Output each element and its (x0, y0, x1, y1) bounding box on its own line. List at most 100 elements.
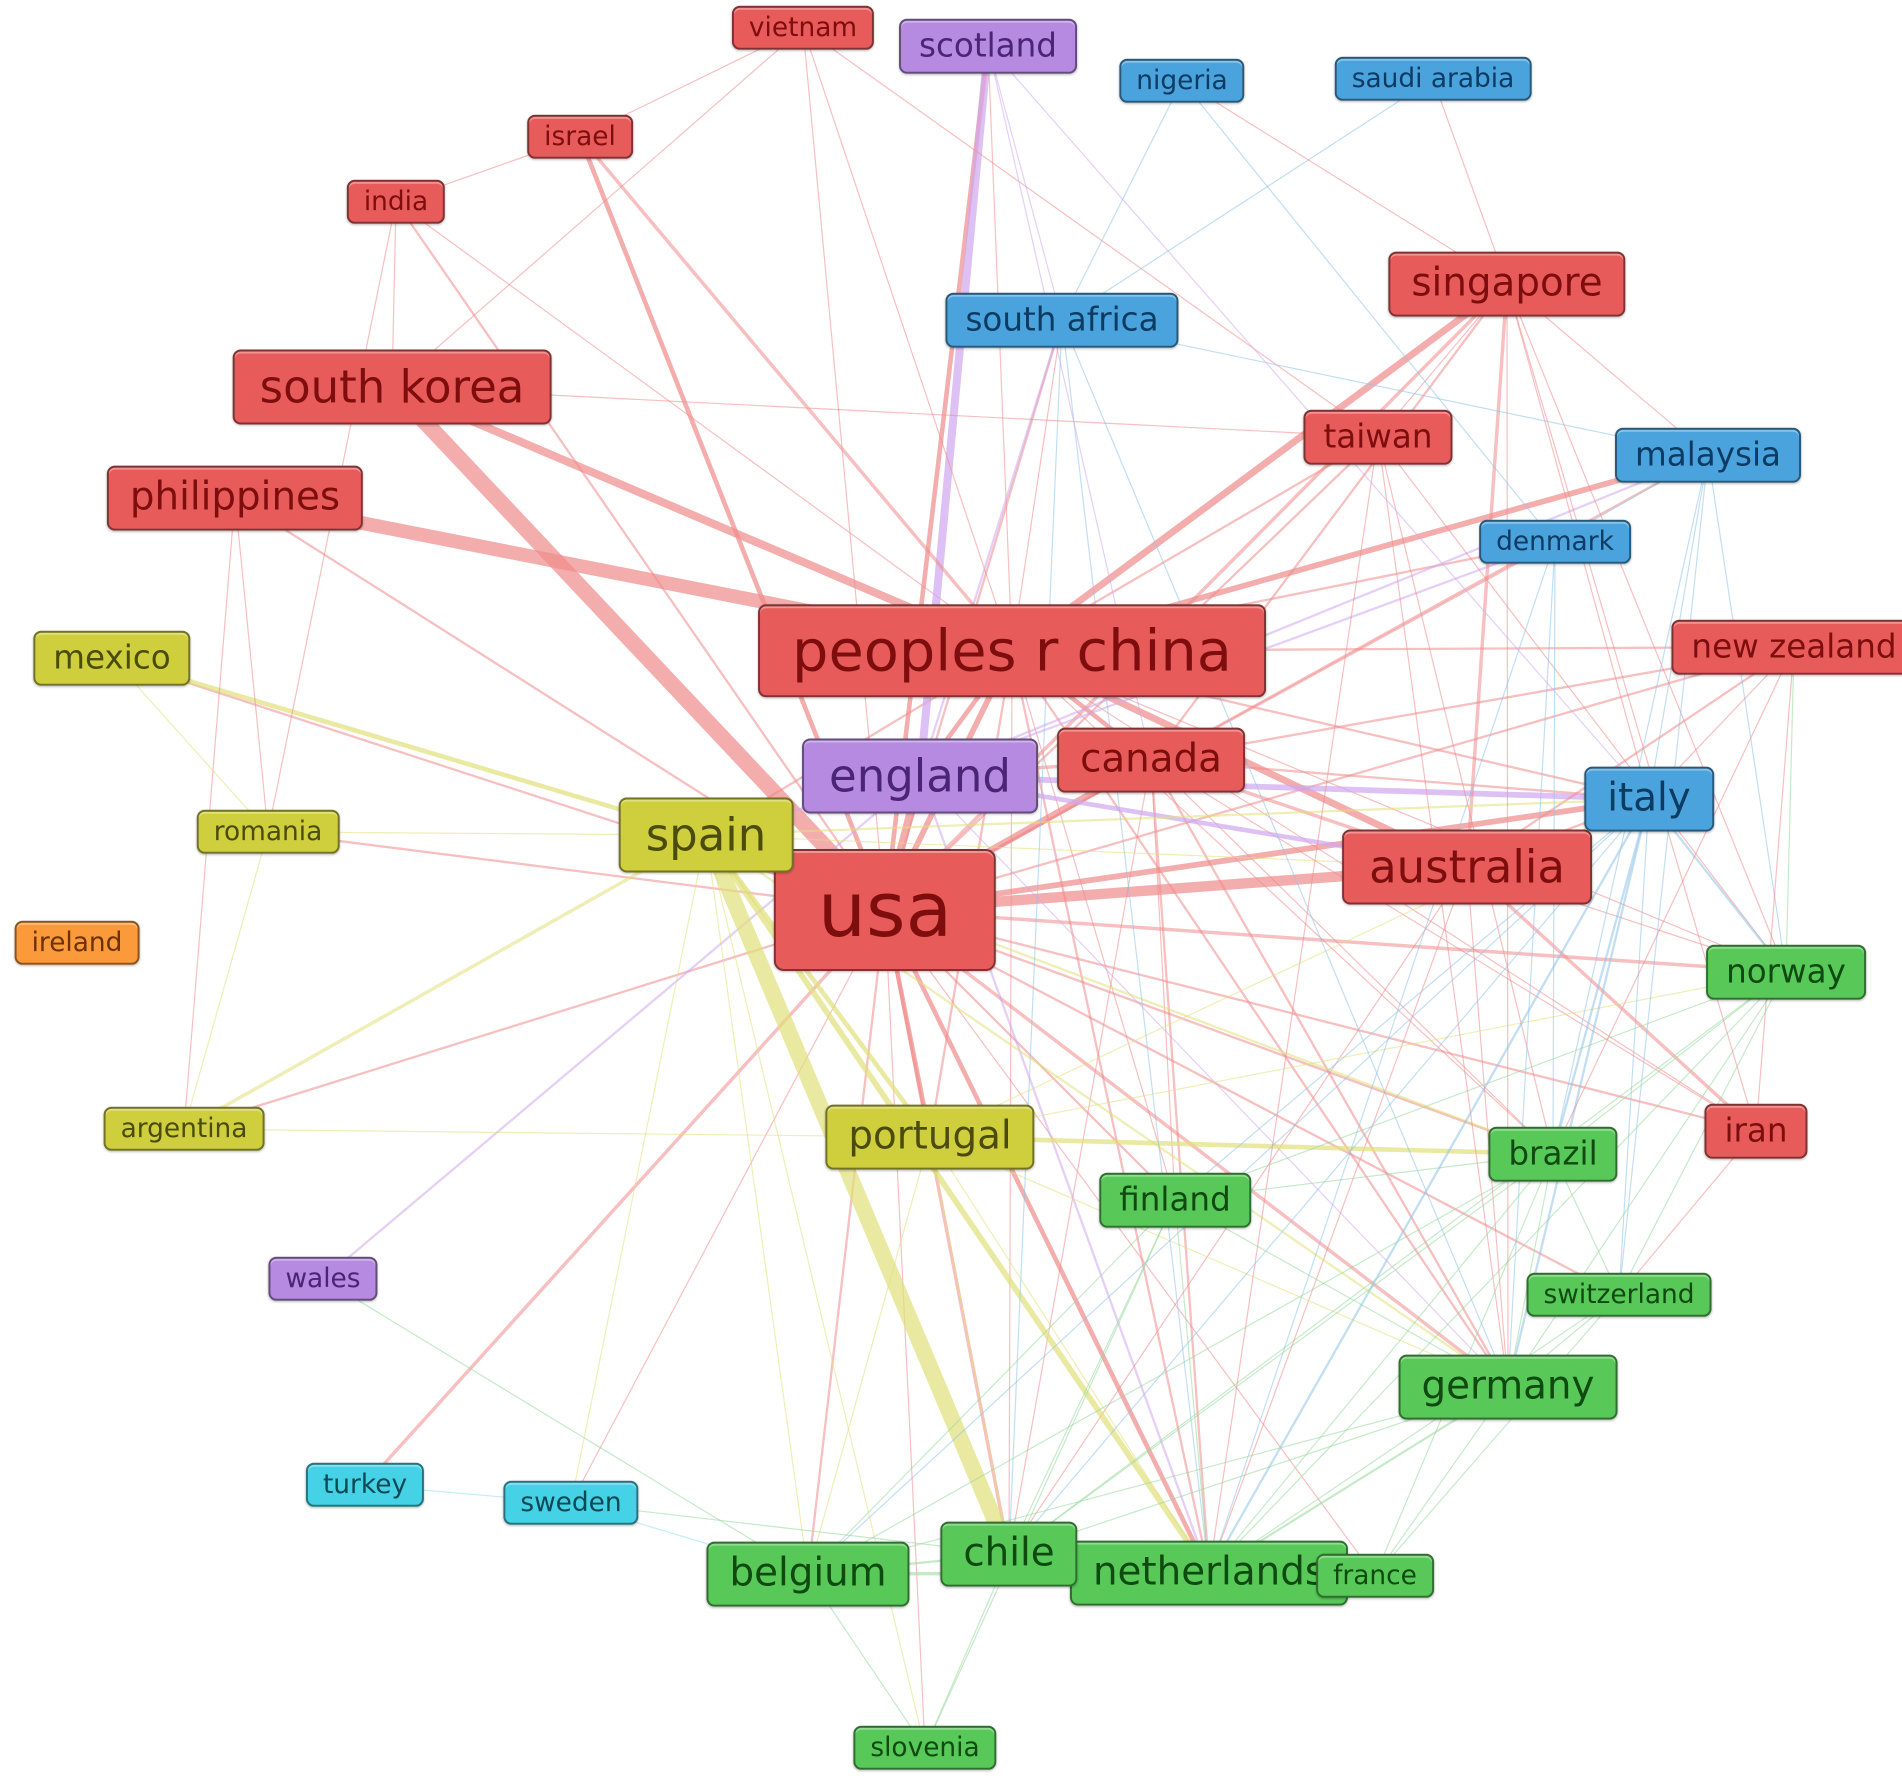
edge-south_korea-vietnam (391, 27, 804, 388)
edge-italy-netherlands (1207, 797, 1651, 1575)
node-sweden[interactable]: sweden (503, 1480, 639, 1526)
edge-finland-slovenia (924, 1199, 1176, 1749)
edge-south_africa-germany (1061, 319, 1509, 1388)
node-philippines[interactable]: philippines (106, 465, 364, 531)
edge-switzerland-france (1374, 1294, 1620, 1577)
edge-iran-switzerland (1618, 1130, 1757, 1296)
node-saudi_arabia[interactable]: saudi arabia (1334, 56, 1532, 102)
node-finland[interactable]: finland (1099, 1172, 1251, 1228)
node-france[interactable]: france (1316, 1553, 1434, 1599)
node-wales[interactable]: wales (268, 1256, 378, 1302)
edge-new_zealand-iran (1755, 646, 1795, 1132)
edge-italy-brazil (1551, 797, 1651, 1156)
node-portugal[interactable]: portugal (825, 1104, 1035, 1170)
edge-portugal-chile (929, 1136, 1010, 1555)
edge-germany-norway (1507, 971, 1787, 1388)
node-new_zealand[interactable]: new zealand (1671, 619, 1902, 675)
node-india[interactable]: india (346, 179, 446, 225)
node-taiwan[interactable]: taiwan (1303, 409, 1453, 465)
edge-portugal-argentina (183, 1128, 931, 1138)
edge-england-italy (917, 773, 1652, 802)
node-israel[interactable]: israel (527, 114, 633, 160)
edge-usa-argentina (182, 908, 887, 1131)
edge-usa-south_korea (383, 378, 894, 919)
node-iran[interactable]: iran (1704, 1103, 1808, 1159)
node-vietnam[interactable]: vietnam (731, 5, 875, 51)
edge-chile-norway (1008, 971, 1787, 1555)
node-denmark[interactable]: denmark (1479, 519, 1631, 565)
edge-norway-new_zealand (1785, 646, 1795, 973)
edge-canada-finland (1150, 759, 1176, 1201)
node-ireland[interactable]: ireland (14, 920, 140, 966)
node-scotland[interactable]: scotland (899, 18, 1077, 74)
node-switzerland[interactable]: switzerland (1526, 1272, 1712, 1318)
edge-italy-chile (1008, 798, 1650, 1555)
node-turkey[interactable]: turkey (305, 1462, 425, 1508)
edge-finland-norway (1174, 971, 1787, 1201)
node-chile[interactable]: chile (940, 1521, 1078, 1587)
edge-portugal-germany (929, 1136, 1509, 1388)
edge-usa-italy (882, 796, 1652, 913)
edge-usa-turkey (363, 908, 887, 1487)
node-south_korea[interactable]: south korea (232, 349, 552, 425)
edge-china-finland (1011, 650, 1176, 1201)
edge-spain-belgium (705, 834, 809, 1575)
node-china[interactable]: peoples r china (758, 604, 1266, 698)
edge-usa-belgium (806, 908, 887, 1576)
edge-scotland-south_africa (987, 45, 1063, 321)
node-romania[interactable]: romania (196, 809, 340, 855)
edge-portugal-norway (929, 971, 1787, 1138)
edge-spain-sweden (570, 834, 707, 1504)
edge-china-scotland (987, 45, 1013, 652)
node-germany[interactable]: germany (1398, 1354, 1618, 1420)
node-mexico[interactable]: mexico (33, 630, 191, 686)
edge-malaysia-switzerland (1618, 454, 1709, 1296)
node-usa[interactable]: usa (773, 849, 997, 971)
node-malaysia[interactable]: malaysia (1615, 427, 1801, 483)
node-canada[interactable]: canada (1057, 727, 1245, 793)
edge-malaysia-norway (1707, 454, 1787, 973)
node-argentina[interactable]: argentina (103, 1106, 265, 1152)
node-australia[interactable]: australia (1342, 829, 1592, 905)
node-south_africa[interactable]: south africa (945, 292, 1179, 348)
edge-china-singapore (1008, 280, 1511, 655)
node-belgium[interactable]: belgium (706, 1541, 910, 1607)
edge-singapore-norway (1506, 283, 1787, 973)
edge-taiwan-brazil (1377, 436, 1554, 1155)
edge-south_africa-netherlands (1061, 319, 1210, 1574)
edge-usa-france (884, 909, 1376, 1577)
node-slovenia[interactable]: slovenia (853, 1725, 997, 1771)
edge-portugal-netherlands (929, 1136, 1210, 1574)
edge-belgium-finland (807, 1199, 1176, 1575)
node-singapore[interactable]: singapore (1388, 251, 1626, 317)
edge-vietnam-taiwan (802, 27, 1379, 438)
edge-new_zealand-brazil (1552, 646, 1795, 1155)
edge-netherlands-switzerland (1208, 1294, 1620, 1574)
edge-norway-brazil (1552, 971, 1787, 1155)
edge-canada-iran (1150, 759, 1757, 1132)
node-italy[interactable]: italy (1584, 766, 1714, 832)
edge-taiwan-germany (1377, 436, 1509, 1388)
node-netherlands[interactable]: netherlands (1069, 1540, 1349, 1606)
edge-canada-chile (1008, 759, 1152, 1555)
node-brazil[interactable]: brazil (1488, 1126, 1618, 1182)
node-england[interactable]: england (802, 738, 1038, 814)
edge-usa-new_zealand (883, 645, 1796, 912)
edge-china-norway (1011, 650, 1787, 973)
edge-belgium-brazil (807, 1153, 1554, 1575)
edge-netherlands-finland (1174, 1199, 1210, 1574)
edge-spain-italy (704, 797, 1651, 837)
edge-south_africa-chile (1008, 319, 1063, 1555)
edge-germany-brazil (1507, 1153, 1554, 1388)
edge-denmark-nigeria (1181, 80, 1556, 543)
edge-taiwan-norway (1377, 436, 1787, 973)
node-spain[interactable]: spain (618, 797, 794, 873)
edge-spain-mexico (109, 655, 709, 838)
node-nigeria[interactable]: nigeria (1119, 58, 1245, 104)
node-norway[interactable]: norway (1706, 944, 1866, 1000)
edge-china-netherlands (1010, 649, 1211, 1575)
edge-chile-sweden (570, 1502, 1010, 1555)
edge-singapore-saudi_arabia (1432, 78, 1508, 285)
edge-usa-netherlands (882, 907, 1212, 1576)
